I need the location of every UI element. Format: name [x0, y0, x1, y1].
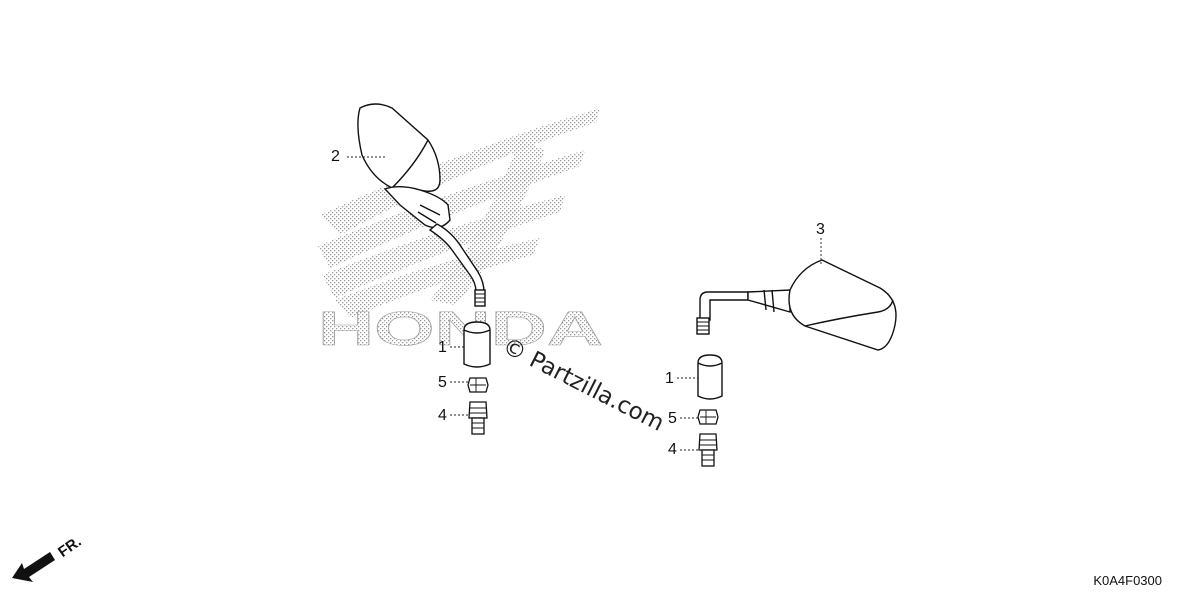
right-nut-part-5	[697, 409, 719, 425]
right-cover-part-1	[697, 354, 723, 400]
left-cover-part-1	[463, 321, 491, 368]
left-nut-part-5	[467, 377, 489, 393]
callout-5-right: 5	[668, 410, 677, 427]
callout-3: 3	[816, 221, 825, 238]
left-bolt-part-4	[468, 401, 488, 435]
callout-4-right: 4	[668, 441, 677, 458]
leader-lines	[347, 156, 822, 451]
callout-1-right: 1	[665, 370, 674, 387]
left-mirror-assembly	[357, 103, 486, 307]
honda-wing-logo	[318, 108, 600, 318]
callout-5-left: 5	[438, 374, 447, 391]
honda-logo-text: HONDA	[318, 303, 603, 356]
callout-4-left: 4	[438, 407, 447, 424]
callout-2: 2	[331, 148, 340, 165]
callout-1-left: 1	[438, 339, 447, 356]
front-direction-arrow-icon	[12, 552, 55, 582]
right-mirror-assembly	[696, 259, 897, 351]
diagram-code: K0A4F0300	[1093, 573, 1162, 588]
right-bolt-part-4	[698, 433, 718, 467]
